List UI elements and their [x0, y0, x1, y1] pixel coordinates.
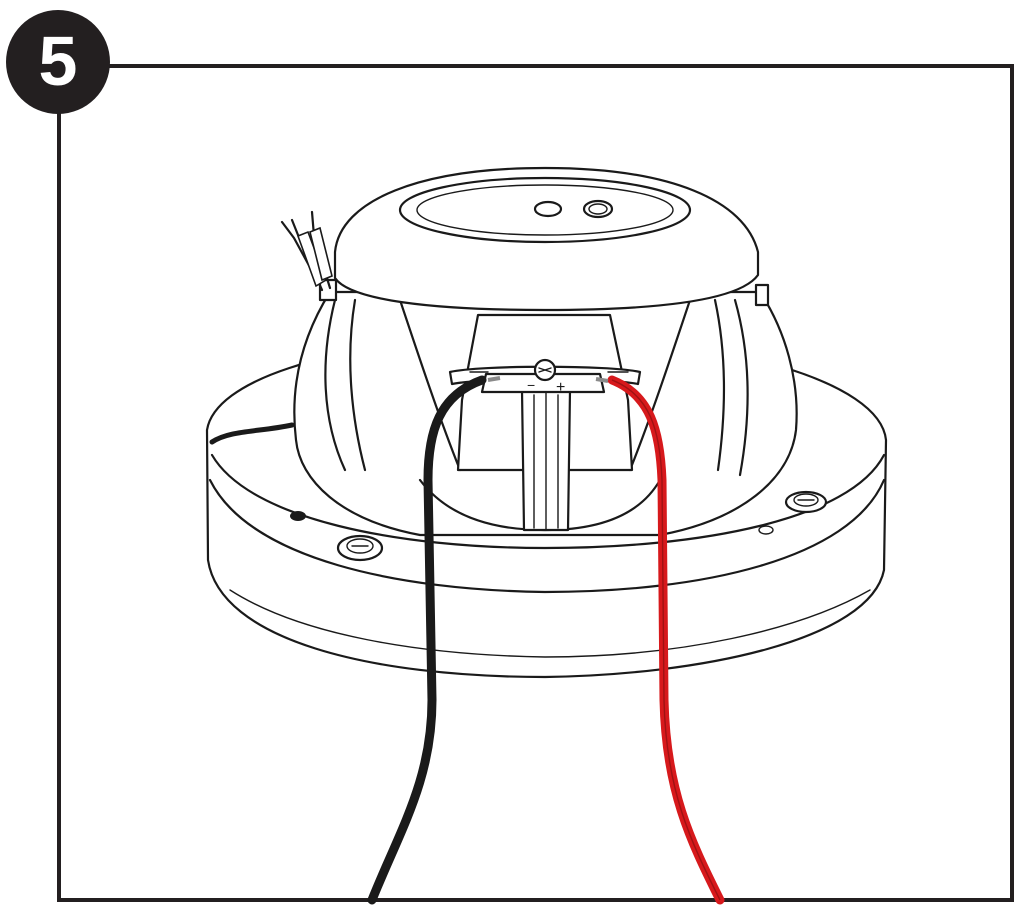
ring-hole-left [290, 511, 306, 521]
tweeter-wire-leads [280, 210, 333, 292]
ring-hole-right [758, 525, 774, 535]
ring-side-wire [209, 422, 295, 445]
bracket-tab-right [754, 283, 770, 307]
negative-wire [367, 375, 487, 905]
ring-screw-right [784, 490, 828, 514]
positive-terminal-label: + [556, 379, 565, 396]
speaker-cone [456, 313, 634, 532]
speaker-magnet-cap [333, 166, 760, 312]
ring-screw-left [336, 534, 384, 562]
bracket-tab-left [318, 278, 338, 302]
illustration-frame [57, 64, 1014, 902]
negative-terminal-label: − [527, 377, 535, 393]
step-badge: 5 [6, 10, 110, 114]
step-number: 5 [38, 22, 78, 100]
